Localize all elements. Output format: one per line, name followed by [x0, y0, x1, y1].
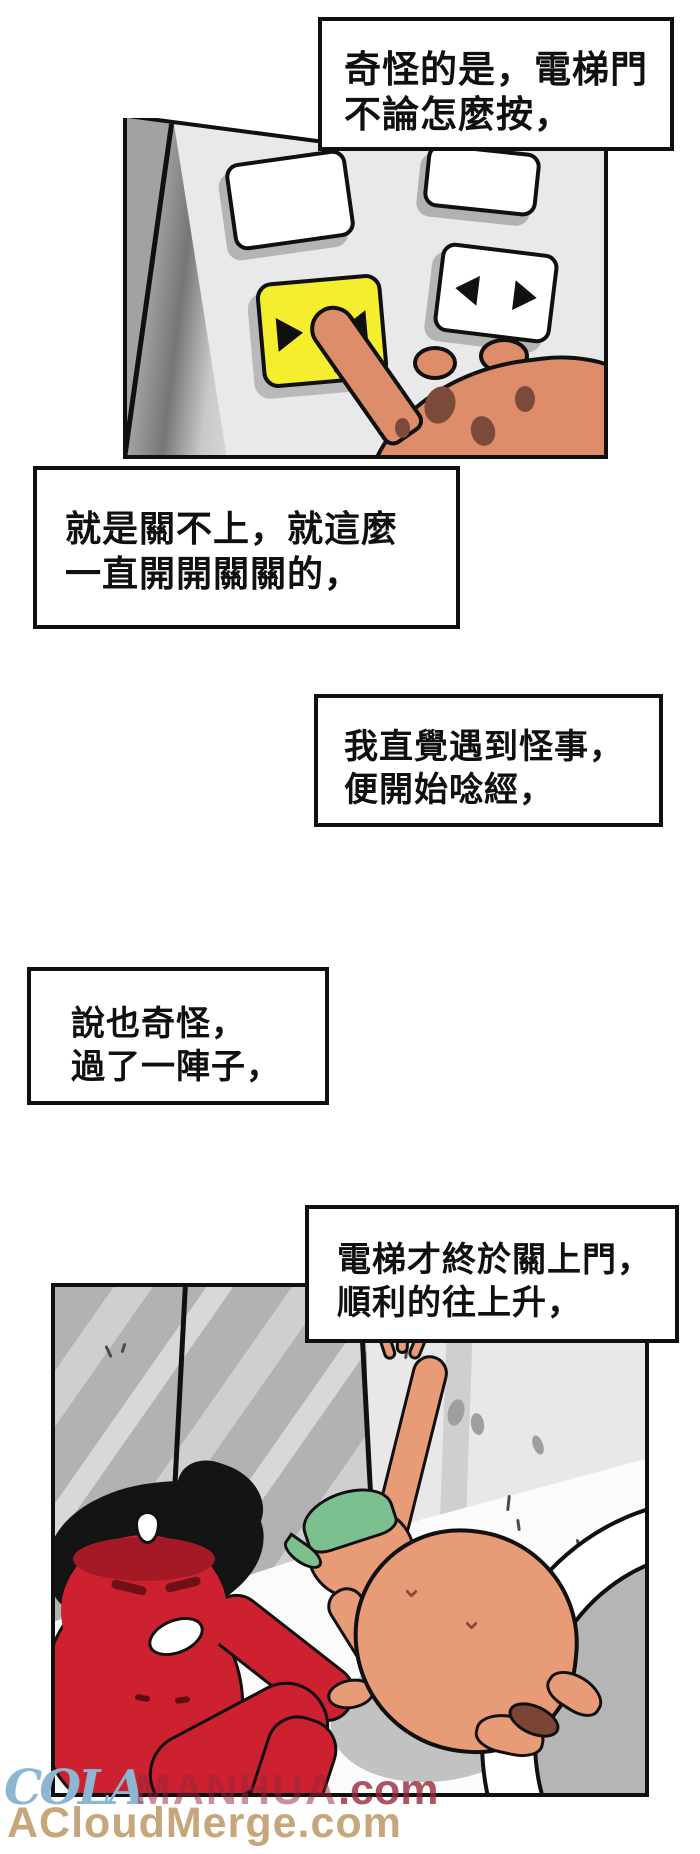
caption-box-3: 我直覺遇到怪事， 便開始唸經，	[314, 694, 663, 827]
hand-knuckle	[413, 346, 457, 380]
watermark-cola-script: COLA	[4, 1760, 146, 1816]
watermark-manhua: MANHUA	[135, 1766, 339, 1814]
door-open-button[interactable]	[431, 241, 561, 345]
door-open-icon	[512, 280, 539, 313]
caption-text: 順利的往上升，	[337, 1283, 582, 1322]
caption-text: 我直覺遇到怪事，	[344, 728, 624, 766]
caption-text: 過了一陣子，	[71, 1047, 281, 1086]
wall-smudge	[469, 1412, 486, 1436]
caption-box-2: 就是關不上，就這麼 一直開開關關的，	[33, 466, 460, 629]
panel-elevator-interior	[51, 1283, 649, 1797]
panel-elevator-buttons	[123, 118, 608, 459]
caption-box-1: 奇怪的是，電梯門 不論怎麼按，	[318, 17, 674, 151]
caption-box-4: 說也奇怪， 過了一陣子，	[27, 967, 329, 1105]
door-open-icon	[453, 273, 480, 306]
blank-button-1[interactable]	[223, 147, 357, 253]
watermark-acloudmerge: ACloudMerge.com	[7, 1799, 402, 1847]
hand-spot	[515, 386, 535, 412]
blank-button-2[interactable]	[421, 142, 543, 218]
hand-spot	[395, 418, 410, 438]
caption-box-5: 電梯才終於關上門， 順利的往上升，	[305, 1205, 679, 1343]
wall-smudge	[529, 1433, 547, 1457]
sweat-drop	[135, 1511, 160, 1544]
caption-text: 便開始唸經，	[344, 770, 554, 809]
caption-text: 說也奇怪，	[71, 1005, 246, 1043]
caption-text: 奇怪的是，電梯門	[344, 49, 648, 90]
watermark-dotcom: .com	[338, 1766, 439, 1814]
caption-text: 一直開開關關的，	[65, 553, 362, 594]
devil-face-shading	[73, 1537, 215, 1581]
watermark-colamanhua: COLAMANHUA.com	[4, 1760, 438, 1816]
caption-text: 電梯才終於關上門，	[337, 1241, 652, 1279]
caption-text: 就是關不上，就這麼	[65, 508, 399, 549]
wall-edge	[127, 118, 227, 455]
door-close-icon	[275, 315, 305, 352]
caption-text: 不論怎麼按，	[344, 94, 572, 136]
